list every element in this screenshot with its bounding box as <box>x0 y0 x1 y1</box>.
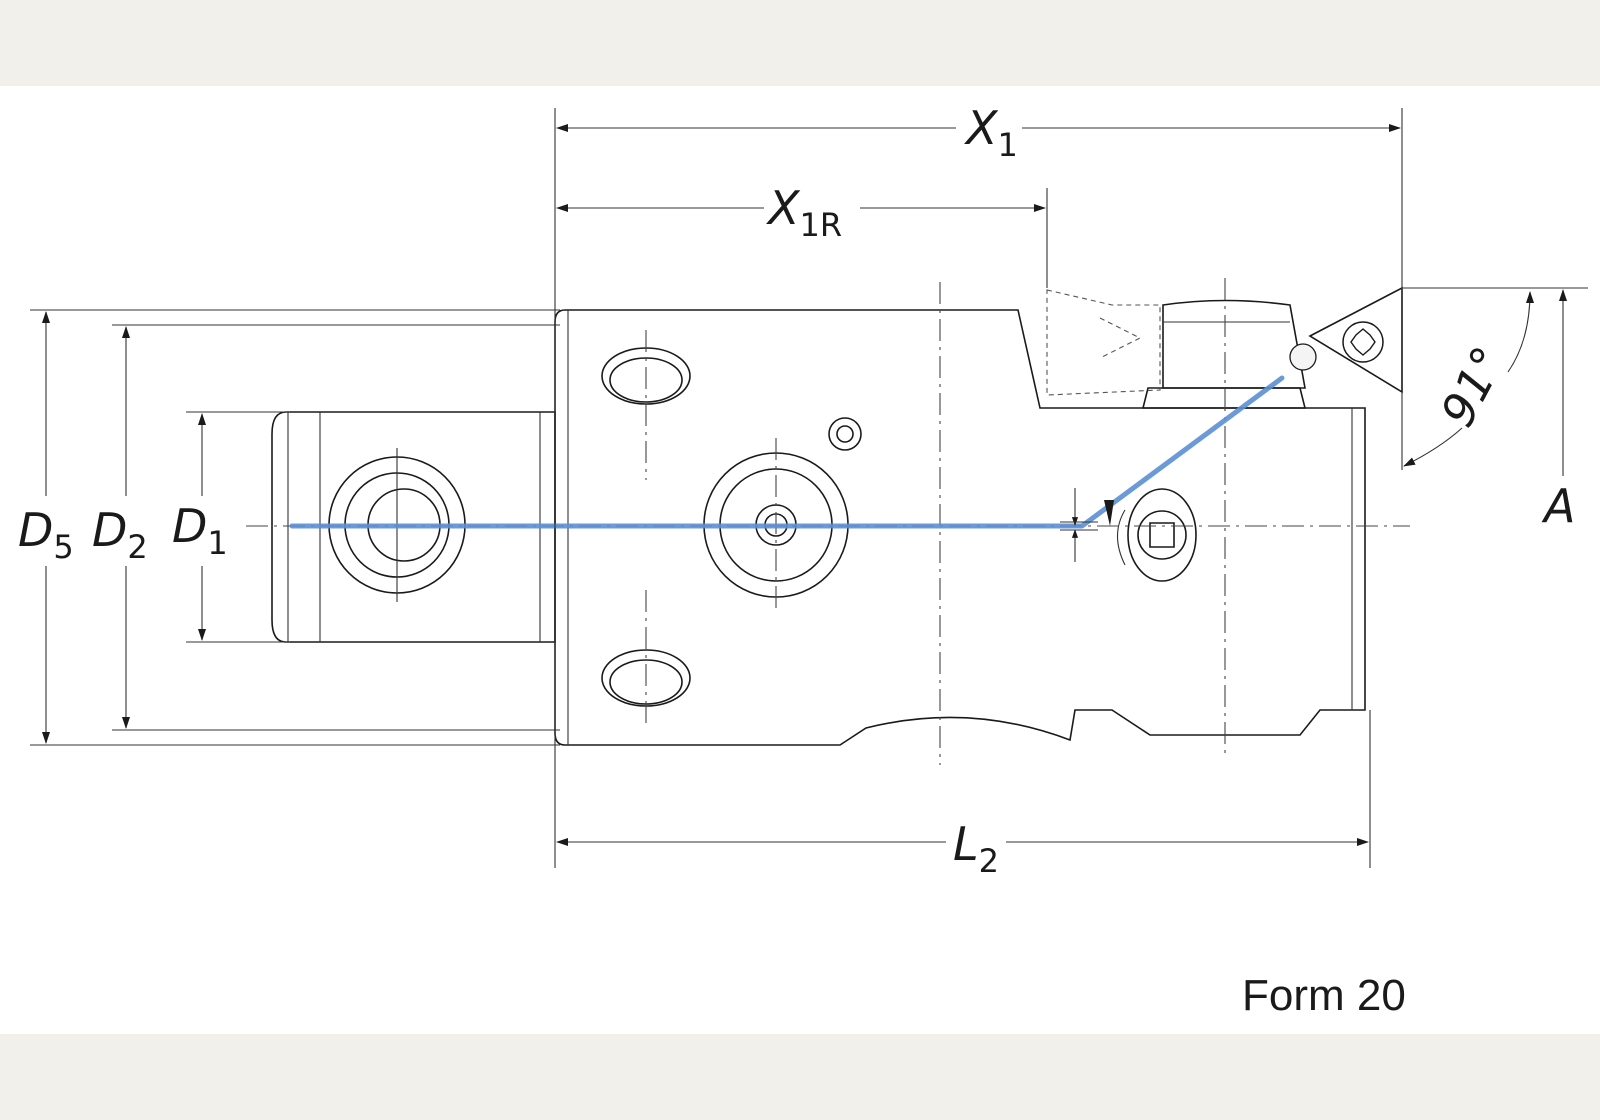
label-a: A <box>1541 479 1575 533</box>
dimension-lines <box>30 108 1588 868</box>
clamp-screw-outer <box>1127 488 1197 582</box>
small-screw-outer <box>828 417 862 451</box>
offset-mark <box>1104 500 1114 526</box>
clamp-screw-socket <box>1149 522 1175 548</box>
label-d5: D5 <box>18 503 74 566</box>
clamp-screw-arc <box>1116 509 1126 566</box>
angle-91-arc <box>1507 291 1534 373</box>
label-angle-91: 91° <box>1430 338 1516 435</box>
tool-body <box>271 286 1403 746</box>
insert-screw-head <box>1342 321 1384 363</box>
coolant-channel <box>289 375 1285 529</box>
insert-clamp <box>1289 343 1317 371</box>
cartridge-base <box>1141 387 1307 409</box>
insert-screw-torx <box>1350 328 1376 356</box>
cutting-insert <box>1308 286 1403 394</box>
form-caption: Form 20 <box>1242 971 1406 1020</box>
alternate-insert-triangle <box>1099 317 1142 359</box>
small-screw-inner <box>836 425 854 443</box>
label-l2: L2 <box>953 817 999 880</box>
alternate-insert-outline <box>1046 289 1161 396</box>
dimension-labels: X1 X1R L2 D5 D2 D1 A 91° Form 20 <box>18 101 1575 1020</box>
clamp-screw <box>1137 510 1187 560</box>
centerlines <box>246 278 1410 765</box>
label-x1: X1 <box>964 101 1018 164</box>
drawing-sheet <box>0 86 1600 1034</box>
label-x1r: X1R <box>766 181 842 244</box>
angle-91-arc <box>1403 427 1463 467</box>
label-d2: D2 <box>92 503 148 566</box>
label-d1: D1 <box>172 499 228 562</box>
cartridge-holder <box>1162 299 1306 389</box>
